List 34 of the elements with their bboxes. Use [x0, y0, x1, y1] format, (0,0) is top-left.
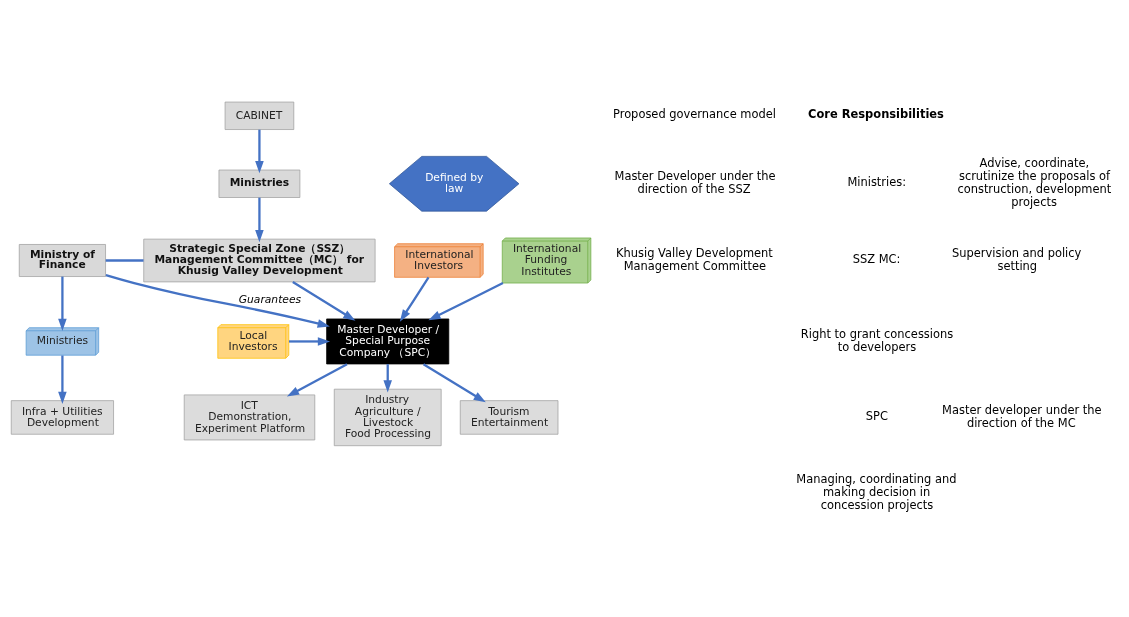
- label: Managing, coordinating and making decision in concession projects: [796, 471, 957, 512]
- arrow: [105, 273, 330, 328]
- arrow: [58, 276, 67, 331]
- arrow: [58, 355, 67, 404]
- label: SPC: [865, 408, 888, 423]
- label: Advise, coordinate, scrutinize the proposals of construction, development projects: [957, 155, 1112, 209]
- arrow: [428, 281, 504, 320]
- label: SSZ MC:: [852, 251, 901, 266]
- arrow: [286, 362, 348, 397]
- label: Ministries:: [847, 174, 907, 189]
- label: Supervision and policy setting: [952, 245, 1082, 273]
- node-box: Tourism Entertainment: [459, 399, 559, 435]
- node-box: Ministries: [218, 169, 301, 198]
- connector: [105, 258, 144, 262]
- arrow: [422, 362, 486, 402]
- label: Khusig Valley Development Management Committee: [616, 245, 773, 273]
- label: Master developer under the direction of the MC: [942, 402, 1102, 430]
- arrow: [255, 197, 264, 242]
- arrow: [399, 276, 430, 322]
- node-box: ICT Demonstration, Experiment Platform: [183, 394, 316, 440]
- label: Right to grant concessions to developers: [800, 326, 954, 354]
- node-box: CABINET: [224, 101, 295, 130]
- arrow: [292, 280, 356, 321]
- node-box: Infra + Utilities Development: [10, 399, 114, 435]
- arrow: [289, 336, 331, 346]
- node-box: Strategic Special Zone（SSZ） Management Committee（MC） for Khusig Valley Development: [143, 238, 376, 282]
- label: Core Responsibilities: [808, 106, 944, 121]
- node-box: Ministry of Finance: [18, 243, 106, 277]
- node-box: Industry Agriculture / Livestock Food Processing: [333, 388, 442, 446]
- edge-label: Guarantees: [238, 292, 302, 306]
- label: Master Developer under the direction of the SSZ: [614, 168, 776, 196]
- arrow: [255, 129, 264, 173]
- node-box: Master Developer / Special Purpose Company （SPC）: [326, 318, 450, 364]
- label: Proposed governance model: [612, 106, 776, 121]
